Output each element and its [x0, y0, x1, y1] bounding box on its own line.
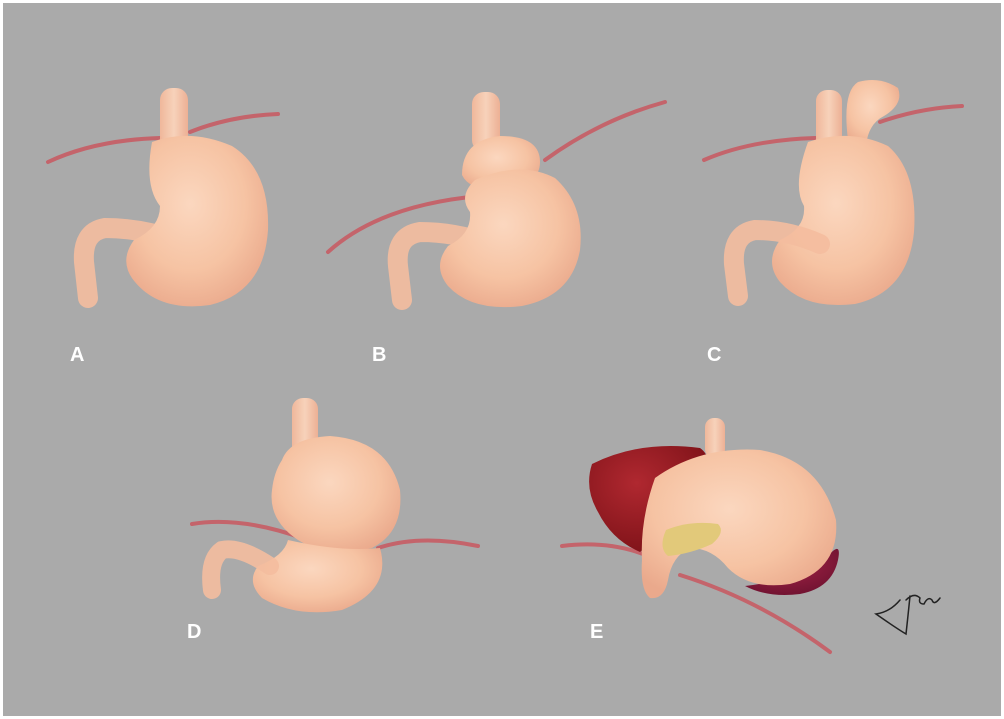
panel-label-e: E: [590, 622, 603, 642]
panel-label-a: A: [70, 345, 84, 365]
panel-label-d: D: [187, 622, 201, 642]
panel-label-b: B: [372, 345, 386, 365]
panel-label-c: C: [707, 345, 721, 365]
